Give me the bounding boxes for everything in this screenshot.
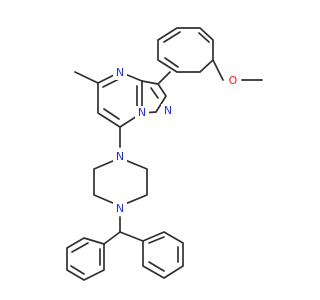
atom-label-layer: N N N O N N bbox=[113, 66, 241, 216]
atom-label-piperazine-top-nitrogen: N bbox=[116, 150, 124, 163]
methyl-bond bbox=[74, 71, 99, 84]
methoxy-bond bbox=[212, 59, 224, 81]
chemical-structure-canvas: N N N O N N bbox=[66, 27, 263, 281]
bond-layer bbox=[66, 27, 263, 281]
atom-label-bridge-nitrogen: N bbox=[138, 106, 146, 119]
atom-label-pyrazole-nitrogen: N bbox=[164, 104, 172, 117]
phenyl-ring-bottom-right bbox=[142, 231, 184, 279]
phenyl-ring-top bbox=[157, 27, 214, 73]
atom-label-pyrimidine-nitrogen: N bbox=[116, 66, 124, 79]
molecule-diagram: N N N O N N bbox=[66, 27, 263, 281]
atom-label-piperazine-bottom-nitrogen: N bbox=[116, 202, 124, 215]
piperazine-ring bbox=[93, 157, 148, 207]
phenyl-ring-bottom-left bbox=[66, 237, 105, 281]
pyrazole-ring bbox=[141, 80, 167, 114]
atom-label-methoxy-oxygen: O bbox=[229, 74, 238, 87]
